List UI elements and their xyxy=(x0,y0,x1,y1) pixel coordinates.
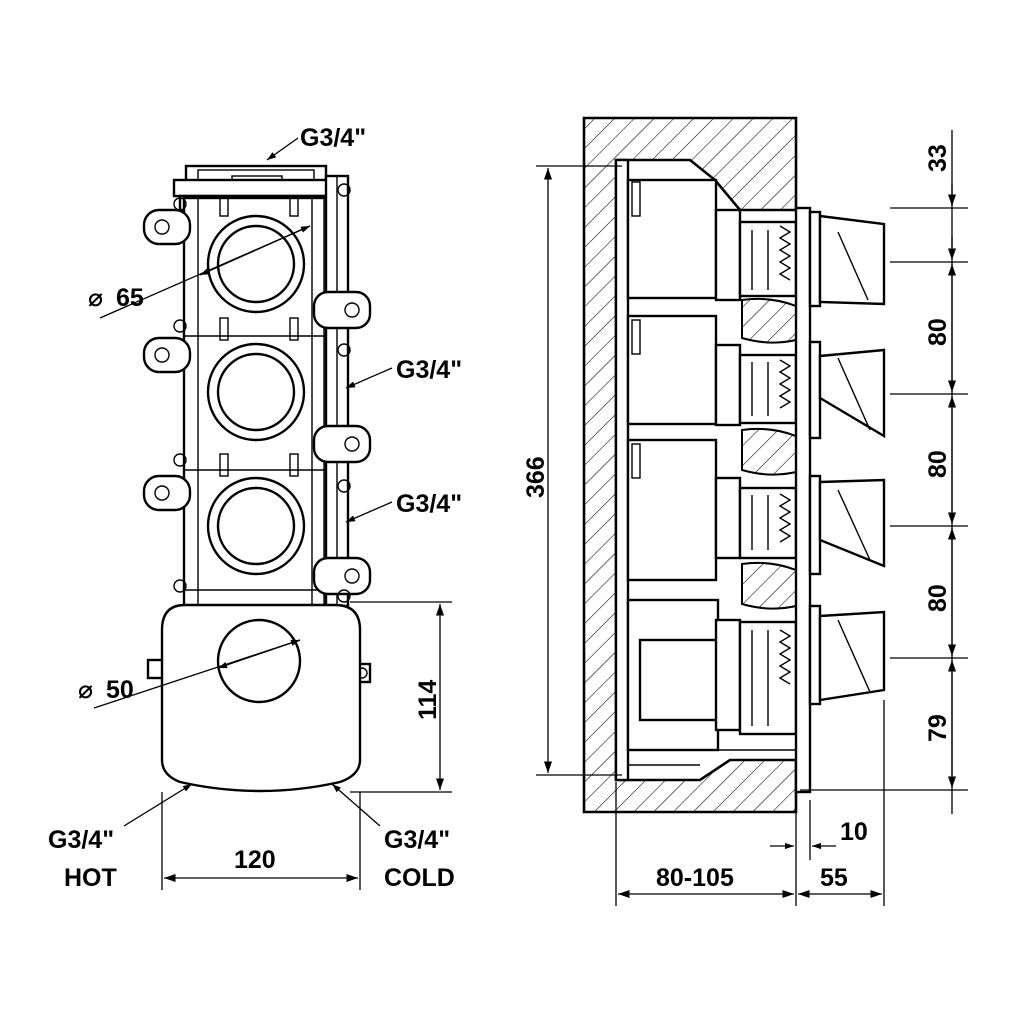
cold-thread-label: G3/4" xyxy=(384,826,450,854)
knob-projection-label: 55 xyxy=(820,864,848,892)
spacing-top-label: 33 xyxy=(924,144,952,172)
diameter-symbol-65: ⌀ xyxy=(88,284,103,312)
front-view: G3/4" ⌀ 65 G3/4" G3/4" ⌀ 50 114 120 G3/4… xyxy=(48,124,462,892)
valve-body-section xyxy=(614,158,796,782)
wall-depth-label: 80-105 xyxy=(656,864,734,892)
side-connection-label-1: G3/4" xyxy=(396,356,462,384)
overall-height-label: 366 xyxy=(522,456,550,498)
mounting-bracket-right xyxy=(312,290,372,596)
cartridge-3 xyxy=(738,486,798,560)
outlet-diameter-label: 65 xyxy=(116,284,144,312)
mixer-housing xyxy=(146,603,372,793)
side-connection-label-2: G3/4" xyxy=(396,490,462,518)
handle-1 xyxy=(808,210,886,308)
mixer-height-label: 114 xyxy=(414,680,442,720)
outlet-port-2 xyxy=(206,342,306,442)
mounting-bracket-left xyxy=(142,208,192,512)
cover-plate xyxy=(794,206,812,794)
hot-thread-label: G3/4" xyxy=(48,826,114,854)
spacing-3-label: 80 xyxy=(924,584,952,612)
mixer-port xyxy=(216,618,302,704)
spacing-1-label: 80 xyxy=(924,318,952,346)
hot-label: HOT xyxy=(64,864,117,892)
plate-thickness-label: 10 xyxy=(840,818,868,846)
screw-heads xyxy=(173,183,351,603)
outlet-port-1 xyxy=(206,214,306,314)
cartridge-2 xyxy=(738,353,798,425)
handle-2 xyxy=(808,340,886,440)
cold-label: COLD xyxy=(384,864,455,892)
mixer-diameter-label: 50 xyxy=(106,676,134,704)
cartridge-1 xyxy=(738,220,798,298)
diameter-symbol-50: ⌀ xyxy=(78,676,93,704)
spacing-bottom-label: 79 xyxy=(924,714,952,742)
spacing-2-label: 80 xyxy=(924,450,952,478)
outlet-port-3 xyxy=(206,476,306,576)
top-connection-label: G3/4" xyxy=(300,124,366,152)
wall-gaps xyxy=(741,297,797,610)
width-label: 120 xyxy=(234,846,276,874)
side-view: 366 33 80 80 80 79 10 80-105 55 xyxy=(522,116,968,906)
cartridge-mixer xyxy=(738,620,798,736)
handle-3 xyxy=(808,474,886,576)
handle-mixer xyxy=(808,604,886,706)
